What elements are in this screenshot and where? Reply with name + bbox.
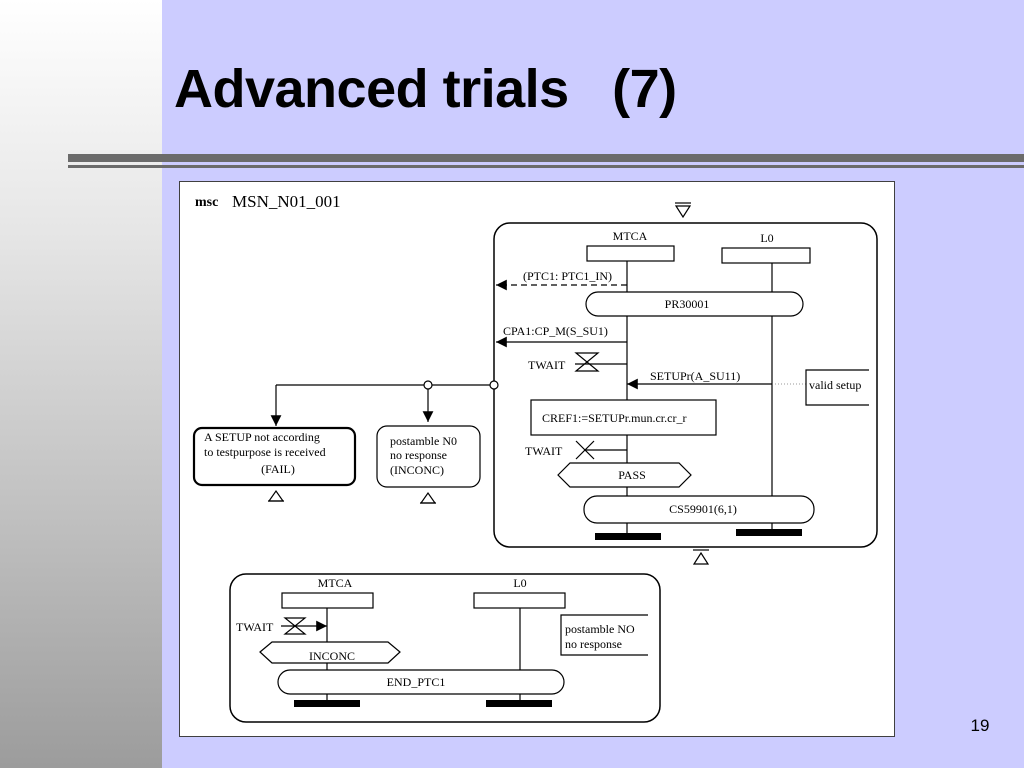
inconc-box	[376, 425, 481, 488]
mtca-instance-label: MTCA	[613, 229, 648, 243]
bottom-gate-triangle-icon	[692, 549, 710, 565]
lower-mtca-instance-head	[281, 592, 374, 609]
inconc-box-line1: postamble N0	[390, 434, 457, 448]
lower-l0-instance-end	[486, 700, 552, 707]
cs59901-label: CS59901(6,1)	[669, 502, 737, 516]
valid-setup-label: valid setup	[809, 378, 861, 392]
left-gradient-strip	[0, 0, 162, 768]
lower-frame	[229, 573, 661, 723]
mtca-instance-end	[595, 533, 661, 540]
postamble-comment-line2: no response	[565, 637, 622, 651]
inconc-gate-triangle-icon	[419, 491, 437, 504]
lower-l0-instance-head	[473, 592, 566, 609]
msc-name: MSN_N01_001	[232, 192, 341, 211]
title-rule-thin	[68, 165, 1024, 168]
lower-mtca-instance-end	[294, 700, 360, 707]
title-rule-thick	[68, 154, 1024, 162]
pr30001-condition	[585, 291, 804, 317]
lower-timer-icon	[281, 617, 327, 635]
cs59901-condition	[583, 495, 815, 524]
twait-1-label: TWAIT	[528, 358, 566, 372]
postamble-comment	[560, 614, 648, 656]
timer-start-icon	[574, 352, 627, 372]
lower-twait-label: TWAIT	[236, 620, 274, 634]
fail-box	[192, 426, 357, 487]
inconc-verdict-label: INCONC	[309, 649, 355, 663]
cref1-action-box	[530, 399, 717, 436]
inconc-box-line3: (INCONC)	[390, 463, 444, 477]
pass-verdict	[557, 462, 692, 488]
postamble-comment-line1: postamble NO	[565, 622, 635, 636]
twait-2-label: TWAIT	[525, 444, 563, 458]
slide-number: 19	[970, 716, 990, 735]
lower-l0-instance-label: L0	[513, 576, 526, 590]
inconc-verdict	[259, 641, 401, 664]
mtca-instance-head	[586, 245, 675, 262]
pr30001-label: PR30001	[665, 297, 710, 311]
l0-instance-end	[736, 529, 802, 536]
end-ptc1-condition	[277, 669, 565, 695]
msc-keyword: msc	[195, 195, 218, 210]
branch-point-middle	[423, 380, 433, 390]
fail-gate-triangle-icon	[267, 489, 285, 502]
l0-instance-label: L0	[760, 231, 773, 245]
valid-setup-comment	[805, 369, 869, 406]
fail-box-line2: to testpurpose is received	[204, 445, 326, 459]
fail-box-line1: A SETUP not according	[204, 430, 320, 444]
slide-title: Advanced trials (7)	[174, 59, 677, 119]
branch-point-right	[489, 380, 499, 390]
lower-mtca-instance-label: MTCA	[318, 576, 353, 590]
l0-instance-head	[721, 247, 811, 264]
top-gate-triangle-icon	[674, 202, 692, 219]
cpa1-label: CPA1:CP_M(S_SU1)	[503, 324, 608, 338]
fail-box-line3: (FAIL)	[261, 462, 295, 476]
msc-diagram: msc MSN_N01_001 MTCA L0 (PTC1: PTC1_IN) …	[179, 181, 895, 737]
pass-verdict-label: PASS	[618, 468, 646, 482]
inconc-box-line2: no response	[390, 448, 447, 462]
setupr-label: SETUPr(A_SU11)	[650, 369, 740, 383]
ptc1-in-label: (PTC1: PTC1_IN)	[523, 269, 612, 283]
timer-timeout-icon	[575, 440, 627, 460]
cref1-action-label: CREF1:=SETUPr.mun.cr.cr_r	[542, 411, 686, 425]
end-ptc1-label: END_PTC1	[387, 675, 446, 689]
